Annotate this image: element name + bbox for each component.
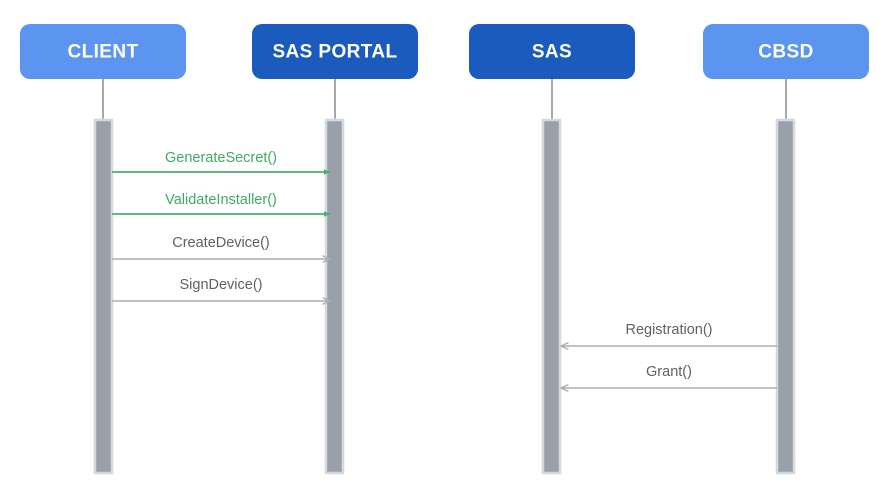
actor-label-cbsd: CBSD — [758, 42, 813, 63]
actor-label-sas: SAS — [532, 42, 572, 63]
messages-layer: GenerateSecret() ValidateInstaller() Creat… — [112, 150, 777, 388]
message-label-m6: Grant() — [646, 364, 692, 380]
message-label-m3: CreateDevice() — [172, 235, 270, 251]
lifelines-layer — [102, 79, 787, 122]
message-label-m4: SignDevice() — [180, 277, 263, 293]
activation-bars-layer — [93, 118, 796, 475]
actor-label-client: CLIENT — [67, 42, 138, 63]
actor-box-sas-portal[interactable] — [252, 24, 418, 79]
actor-box-client[interactable] — [20, 24, 186, 79]
activation-bar-sas-portal — [324, 118, 345, 475]
message-label-m1: GenerateSecret() — [165, 150, 277, 166]
message-label-m2: ValidateInstaller() — [165, 192, 277, 208]
activation-bar-client — [93, 118, 114, 475]
activation-bar-sas — [541, 118, 562, 475]
activation-bar-cbsd — [775, 118, 796, 475]
actor-box-sas[interactable] — [469, 24, 635, 79]
actor-label-sas-portal: SAS PORTAL — [272, 42, 397, 63]
actor-box-cbsd[interactable] — [703, 24, 869, 79]
actor-boxes-layer: CLIENT SAS PORTAL SAS CBSD — [20, 24, 869, 79]
message-label-m5: Registration() — [625, 322, 712, 338]
